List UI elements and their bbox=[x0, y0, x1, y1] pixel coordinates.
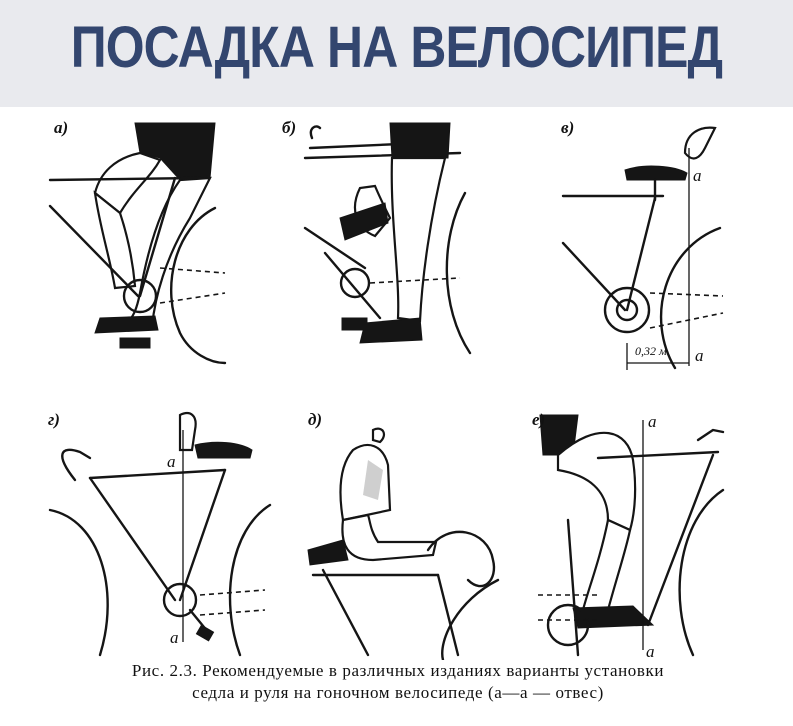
figure-e: е) а а bbox=[532, 410, 728, 665]
figure-label: в) bbox=[561, 118, 575, 137]
figure-v: в) а а 0,32 м bbox=[555, 118, 740, 378]
figure-v-drawing bbox=[561, 126, 724, 370]
caption-line-1: Рис. 2.3. Рекомендуемые в различных изда… bbox=[131, 661, 665, 680]
figure-g-drawing bbox=[48, 412, 272, 657]
figure-b-drawing bbox=[303, 122, 472, 355]
figure-d: д) bbox=[298, 410, 518, 660]
figure-label: е) bbox=[532, 410, 546, 429]
figure-a-drawing bbox=[48, 122, 227, 365]
plumb-label-top: а bbox=[167, 452, 176, 471]
plumb-label-bottom: а bbox=[695, 346, 704, 365]
figure-label: б) bbox=[282, 118, 297, 137]
measurement-label: 0,32 м bbox=[635, 344, 667, 358]
caption-line-2: седла и руля на гоночном велосипеде (а—а… bbox=[192, 683, 604, 702]
figure-label: д) bbox=[308, 410, 323, 429]
figure-d-drawing bbox=[307, 427, 500, 660]
figure-b: б) bbox=[280, 118, 475, 373]
plumb-label-bottom: а bbox=[170, 628, 179, 647]
figure-caption: Рис. 2.3. Рекомендуемые в различных изда… bbox=[18, 660, 778, 704]
plumb-label-top: а bbox=[648, 412, 657, 431]
figure-label: г) bbox=[48, 410, 60, 429]
figure-e-drawing bbox=[538, 414, 725, 657]
plumb-label-bottom: а bbox=[646, 642, 655, 661]
page-title: ПОСАДКА НА ВЕЛОСИПЕД bbox=[70, 15, 723, 80]
figure-g: г) а а bbox=[40, 410, 275, 660]
figure-label: а) bbox=[54, 118, 69, 137]
figure-a: а) bbox=[40, 118, 230, 373]
plumb-label-top: а bbox=[693, 166, 702, 185]
title-banner: ПОСАДКА НА ВЕЛОСИПЕД bbox=[0, 0, 793, 107]
